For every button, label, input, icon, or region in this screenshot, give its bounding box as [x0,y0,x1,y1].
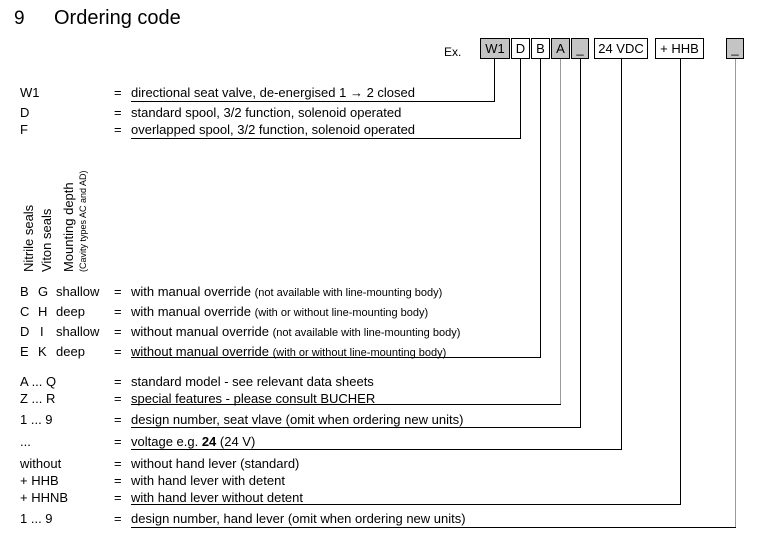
equals-sign-f: = [114,122,122,137]
equals-sign-without: = [114,456,122,471]
page-title: Ordering code [54,7,181,29]
code-label-voltage: ... [20,434,31,449]
code-label-i: I [40,324,44,339]
code-label-f: F [20,122,28,137]
description-w1-text: directional seat valve, de-energised 1 [131,85,350,100]
code-label-d: D [20,105,30,120]
equals-sign-d2: = [114,324,122,339]
connector-vline-w1 [494,59,495,101]
description-design-lever: design number, hand lever (omit when ord… [131,511,466,526]
equals-sign-b: = [114,284,122,299]
description-c: with manual override (with or without li… [131,304,428,321]
connector-hline-a [131,404,561,405]
equals-sign-design-valve: = [114,412,122,427]
code-label-g: G [38,284,49,299]
description-without: without hand lever (standard) [131,456,300,471]
code-label-zr: Z ... R [20,391,56,406]
description-hhb: with hand lever with detent [131,473,285,488]
description-zr: special features - please consult BUCHER [131,391,376,406]
description-voltage-pre: voltage e.g. [131,434,202,449]
code-box-lever[interactable]: + HHB [655,38,704,59]
description-w1: directional seat valve, de-energised 1 →… [131,85,415,100]
description-b-text: with manual override [131,284,255,299]
depth-label-c: deep [56,304,85,319]
code-label-d2: D [20,324,30,339]
vertical-label-cavity-types: (Cavity types AC and AD) [78,170,88,272]
code-label-without: without [20,456,62,471]
equals-sign-design-lever: = [114,511,122,526]
code-label-hhnb: + HHNB [20,490,69,505]
code-label-aq: A ... Q [20,374,57,389]
connector-vline-b [540,59,541,357]
equals-sign-aq: = [114,374,122,389]
description-w1-text2: 2 closed [362,85,416,100]
code-label-design-lever: 1 ... 9 [20,511,53,526]
description-voltage: voltage e.g. 24 (24 V) [131,434,255,449]
depth-label-e: deep [56,344,85,359]
code-box-a[interactable]: A [551,38,570,59]
description-design-valve: design number, seat vlave (omit when ord… [131,412,464,427]
equals-sign-c: = [114,304,122,319]
code-label-e: E [20,344,29,359]
code-label-h: H [38,304,48,319]
description-f: overlapped spool, 3/2 function, solenoid… [131,122,416,137]
connector-vline-voltage [621,59,622,449]
description-d2: without manual override (not available w… [131,324,460,341]
connector-vline-a [560,59,561,404]
equals-sign-hhb: = [114,473,122,488]
connector-hline-voltage [131,449,622,450]
connector-hline-lever [131,504,681,505]
code-label-k: K [38,344,47,359]
equals-sign-zr: = [114,391,122,406]
connector-hline-design-lever [131,527,736,528]
vertical-label-mounting-depth: Mounting depth [61,182,76,272]
connector-hline-w1 [131,101,495,102]
connector-vline-lever [680,59,681,504]
description-e-text: without manual override [131,344,273,359]
equals-sign-w1: = [114,85,122,100]
description-d2-note: (not available with line-mounting body) [272,327,461,339]
connector-vline-d [520,59,521,138]
description-voltage-post: (24 V) [216,434,256,449]
connector-vline-design-valve [580,59,581,427]
description-c-note: (with or without line-mounting body) [254,307,429,319]
code-box-voltage[interactable]: 24 VDC [594,38,648,59]
description-b: with manual override (not available with… [131,284,442,301]
description-e: without manual override (with or without… [131,344,446,361]
code-box-b[interactable]: B [531,38,550,59]
example-label: Ex. [444,45,462,59]
description-voltage-value: 24 [201,434,217,449]
depth-label-b: shallow [56,284,100,299]
code-box-w1[interactable]: W1 [480,38,510,59]
code-label-hhb: + HHB [20,473,59,488]
description-e-note: (with or without line-mounting body) [272,347,447,359]
vertical-label-nitrile-seals: Nitrile seals [21,204,36,272]
code-box-lever-design[interactable]: _ [726,38,744,59]
connector-hline-d [131,138,521,139]
description-aq: standard model - see relevant data sheet… [131,374,374,389]
connector-hline-b [131,357,541,358]
code-label-design-valve: 1 ... 9 [20,412,53,427]
code-label-b: B [20,284,29,299]
vertical-label-viton-seals: Viton seals [39,208,54,272]
code-label-w1: W1 [20,85,40,100]
section-number: 9 [14,8,25,29]
equals-sign-e: = [114,344,122,359]
description-hhnb: with hand lever without detent [131,490,303,505]
arrow-icon: → [349,85,363,100]
connector-vline-design-lever [735,59,736,527]
equals-sign-voltage: = [114,434,122,449]
description-d2-text: without manual override [131,324,273,339]
equals-sign-hhnb: = [114,490,122,505]
depth-label-d: shallow [56,324,100,339]
description-d: standard spool, 3/2 function, solenoid o… [131,105,402,120]
code-box-d[interactable]: D [511,38,530,59]
code-label-c: C [20,304,30,319]
description-c-text: with manual override [131,304,255,319]
equals-sign-d: = [114,105,122,120]
description-b-note: (not available with line-mounting body) [254,287,443,299]
connector-hline-design-valve [131,427,581,428]
code-box-design[interactable]: _ [571,38,589,59]
